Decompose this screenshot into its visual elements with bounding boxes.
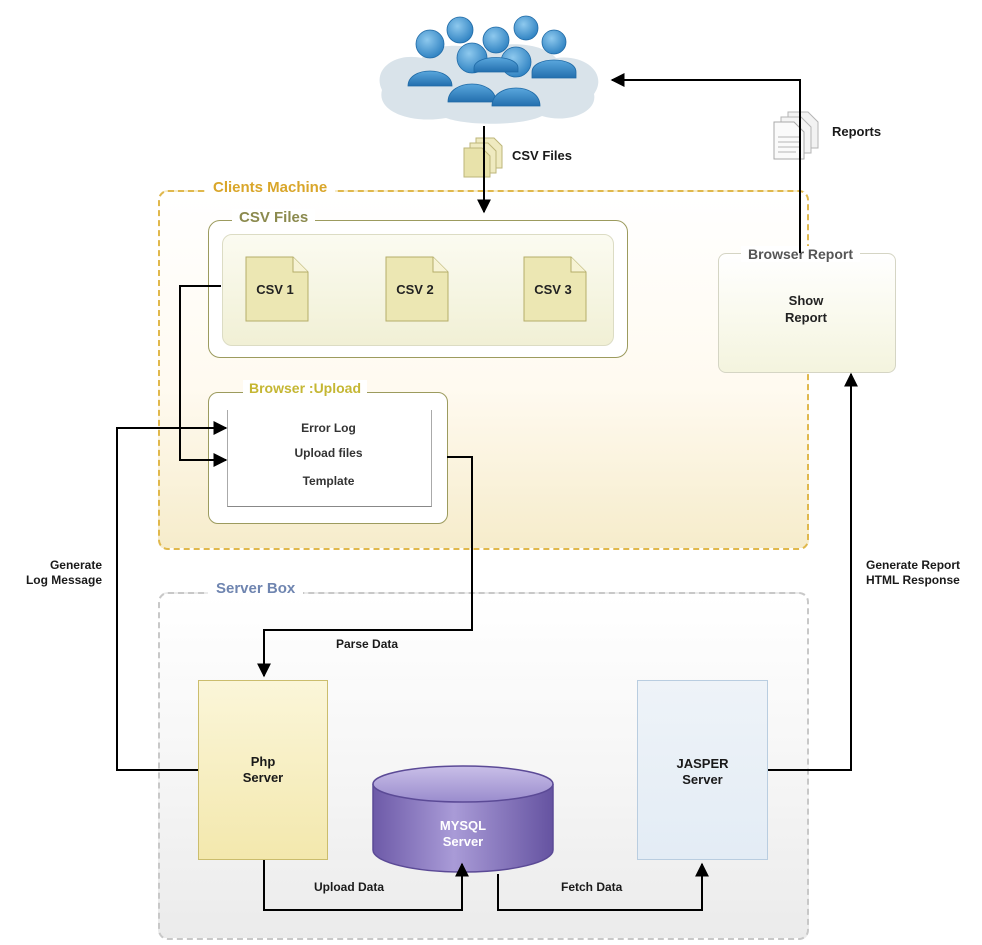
generate-log-label: Generate Log Message bbox=[8, 558, 102, 588]
jasper-server-line2: Server bbox=[682, 772, 723, 787]
report-to-users-arrow bbox=[610, 73, 801, 253]
php-server-box bbox=[198, 680, 328, 860]
generate-log-arrow bbox=[116, 421, 228, 771]
csv-files-group-title: CSV Files bbox=[232, 209, 316, 226]
mysql-server-line1: MYSQL bbox=[439, 818, 487, 833]
generate-report-arrow bbox=[768, 372, 858, 771]
csv2-document-icon bbox=[385, 256, 449, 322]
generate-log-line2: Log Message bbox=[25, 573, 102, 587]
php-server-line1: Php bbox=[250, 754, 276, 769]
generate-log-line1: Generate bbox=[49, 558, 102, 572]
users-cloud-icon bbox=[379, 15, 599, 124]
mysql-database-icon bbox=[372, 765, 554, 873]
csv2-label: CSV 2 bbox=[396, 282, 434, 297]
fetch-data-label: Fetch Data bbox=[561, 880, 623, 894]
csv-files-edge-label: CSV Files bbox=[512, 148, 572, 163]
parse-data-arrow bbox=[257, 456, 473, 678]
upload-files-item[interactable]: Upload files bbox=[294, 446, 363, 460]
fetch-data-arrow bbox=[497, 862, 709, 911]
php-server-line2: Server bbox=[242, 770, 284, 785]
browser-report-box bbox=[718, 253, 896, 373]
error-log-item[interactable]: Error Log bbox=[301, 421, 356, 435]
php-server-label: Php Server bbox=[198, 754, 328, 786]
template-item[interactable]: Template bbox=[302, 474, 355, 488]
csv1-document-icon bbox=[245, 256, 309, 322]
generate-report-label: Generate Report HTML Response bbox=[866, 558, 960, 588]
server-box-title: Server Box bbox=[208, 580, 304, 597]
upload-data-arrow bbox=[263, 860, 469, 911]
browser-report-title: Browser Report bbox=[741, 246, 861, 262]
mysql-server-line2: Server bbox=[442, 834, 484, 849]
reports-edge-label: Reports bbox=[832, 124, 882, 139]
generate-report-line1: Generate Report bbox=[866, 558, 961, 572]
show-report-line2: Report bbox=[785, 310, 827, 325]
mysql-server-label: MYSQL Server bbox=[423, 818, 503, 850]
csv3-label: CSV 3 bbox=[534, 282, 572, 297]
csv1-label: CSV 1 bbox=[256, 282, 294, 297]
jasper-server-line1: JASPER bbox=[676, 756, 729, 771]
clients-machine-title: Clients Machine bbox=[205, 179, 336, 196]
browser-upload-panel bbox=[227, 410, 432, 507]
csv-to-upload-arrow bbox=[179, 285, 228, 467]
jasper-server-label: JASPER Server bbox=[637, 756, 768, 788]
browser-upload-title: Browser :Upload bbox=[243, 380, 368, 396]
upload-data-label: Upload Data bbox=[314, 880, 385, 894]
generate-report-line2: HTML Response bbox=[866, 573, 960, 587]
csv3-document-icon bbox=[523, 256, 587, 322]
show-report-line1: Show bbox=[788, 293, 824, 308]
parse-data-label: Parse Data bbox=[336, 637, 399, 651]
show-report-text[interactable]: Show Report bbox=[718, 292, 894, 326]
jasper-server-box bbox=[637, 680, 768, 860]
reports-stack-icon bbox=[773, 111, 819, 160]
